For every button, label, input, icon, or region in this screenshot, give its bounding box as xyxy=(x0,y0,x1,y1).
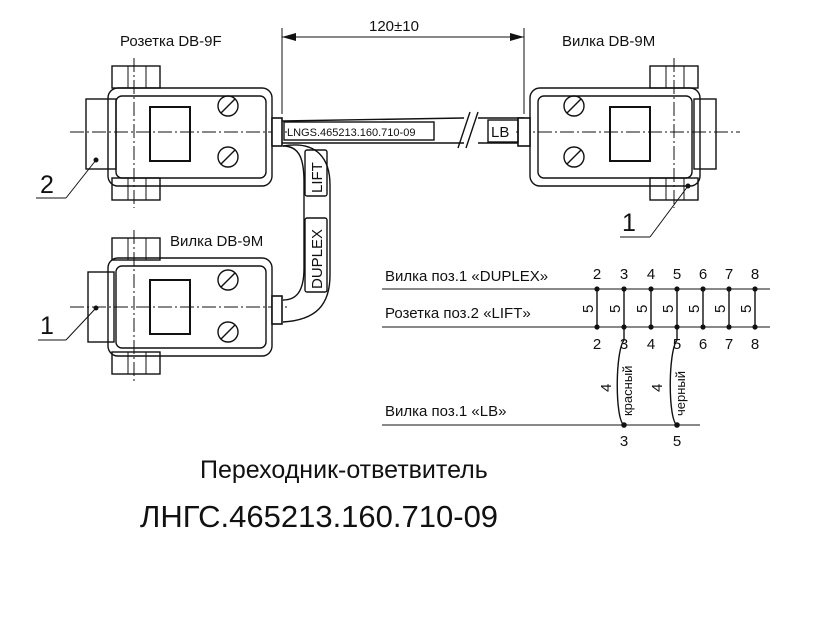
wiring-table xyxy=(382,286,770,426)
pin-number: 6 xyxy=(699,336,707,353)
wire-code: 5 xyxy=(660,305,677,313)
row-label-duplex: Вилка поз.1 «DUPLEX» xyxy=(385,268,548,285)
pin-dot xyxy=(594,324,600,330)
wire-code: 5 xyxy=(712,305,729,313)
dimension-value: 120±10 xyxy=(369,18,419,35)
row-label-lb: Вилка поз.1 «LB» xyxy=(385,403,506,420)
callout-pos2 xyxy=(36,157,99,199)
wire-code: 5 xyxy=(686,305,703,313)
row2-pin-numbers: 2 3 4 5 6 7 8 xyxy=(593,336,759,353)
connector-db9f-top-left xyxy=(70,58,290,208)
screw-block-bottom xyxy=(111,351,161,375)
connector-body xyxy=(115,95,267,179)
wire-code: 5 xyxy=(634,305,651,313)
mounting-flange xyxy=(85,98,117,170)
cable-tag-lift: LIFT xyxy=(309,162,326,193)
duplex-tag-sleeve xyxy=(304,217,328,293)
pin-dot xyxy=(648,324,654,330)
pin-dot xyxy=(726,286,732,292)
lb-tag xyxy=(487,119,519,143)
pin-dot xyxy=(594,286,600,292)
screw-icon xyxy=(217,321,239,343)
wire-color-black: черный xyxy=(673,371,688,416)
pin-number: 8 xyxy=(751,266,759,283)
pin-number: 5 xyxy=(673,266,681,283)
pin-dot xyxy=(700,324,706,330)
wire-code: 5 xyxy=(580,305,597,313)
screw-block-top xyxy=(111,65,161,89)
screw-icon xyxy=(217,95,239,117)
callout-pos1-right xyxy=(620,183,691,238)
screw-icon xyxy=(563,95,585,117)
label-plug-db9m-right: Вилка DB-9M xyxy=(562,33,655,50)
connector-body xyxy=(537,95,693,179)
pin-number: 3 xyxy=(620,266,628,283)
pin-number: 7 xyxy=(725,266,733,283)
screw-icon xyxy=(217,146,239,168)
jumper-codes: 5 5 5 5 5 5 5 xyxy=(580,305,755,313)
callout-number: 2 xyxy=(40,171,54,199)
pin-number: 3 xyxy=(620,433,628,450)
branch-wires xyxy=(616,327,680,428)
pin-number: 5 xyxy=(673,433,681,450)
row1-pin-numbers: 2 3 4 5 6 7 8 xyxy=(593,266,759,283)
drawing-code: ЛНГС.465213.160.710-09 xyxy=(140,499,498,534)
screw-icon xyxy=(563,146,585,168)
label-plug-db9m-left: Вилка DB-9M xyxy=(170,233,263,250)
pin-number: 6 xyxy=(699,266,707,283)
pin-window xyxy=(149,106,191,162)
screw-icon xyxy=(217,269,239,291)
pin-dot xyxy=(674,286,680,292)
pin-dot xyxy=(648,286,654,292)
cable-tag-lb: LB xyxy=(491,124,509,141)
wire-code: 5 xyxy=(607,305,624,313)
connector-db9m-top-right xyxy=(516,58,740,208)
mounting-flange xyxy=(693,98,717,170)
cable-marking: LNGS.465213.160.710-09 xyxy=(287,127,415,139)
pin-number: 4 xyxy=(647,336,655,353)
callout-number: 1 xyxy=(622,209,636,237)
wire-color-red: красный xyxy=(620,366,635,416)
pin-number: 3 xyxy=(620,336,628,353)
screw-block-top xyxy=(111,237,161,261)
pin-dot xyxy=(752,286,758,292)
branch-wire-code: 4 xyxy=(598,384,615,392)
pin-number: 2 xyxy=(593,336,601,353)
lift-tag-sleeve xyxy=(304,149,328,197)
label-socket-db9f: Розетка DB-9F xyxy=(120,33,222,50)
pin-number: 7 xyxy=(725,336,733,353)
main-cable xyxy=(271,111,531,149)
pin-number: 2 xyxy=(593,266,601,283)
pin-window xyxy=(609,106,651,162)
branch-wire-code: 4 xyxy=(649,384,666,392)
cable-label-sleeve xyxy=(283,121,435,141)
cable-tag-duplex: DUPLEX xyxy=(309,229,326,289)
pin-dot xyxy=(621,286,627,292)
pin-dot xyxy=(700,286,706,292)
callout-number: 1 xyxy=(40,312,54,340)
dimension-line xyxy=(281,28,525,114)
pin-number: 8 xyxy=(751,336,759,353)
branch-cable xyxy=(271,144,331,325)
drawing-title: Переходник-ответвитель xyxy=(200,456,488,484)
pin-dot xyxy=(726,324,732,330)
pin-dot xyxy=(752,324,758,330)
pin-number: 5 xyxy=(673,336,681,353)
screw-block-bottom xyxy=(111,177,161,201)
wire-code: 5 xyxy=(738,305,755,313)
pin-number: 4 xyxy=(647,266,655,283)
row-label-lift: Розетка поз.2 «LIFT» xyxy=(385,305,531,322)
callout-pos1-left xyxy=(38,305,99,341)
connector-db9m-bottom-left xyxy=(70,230,290,384)
